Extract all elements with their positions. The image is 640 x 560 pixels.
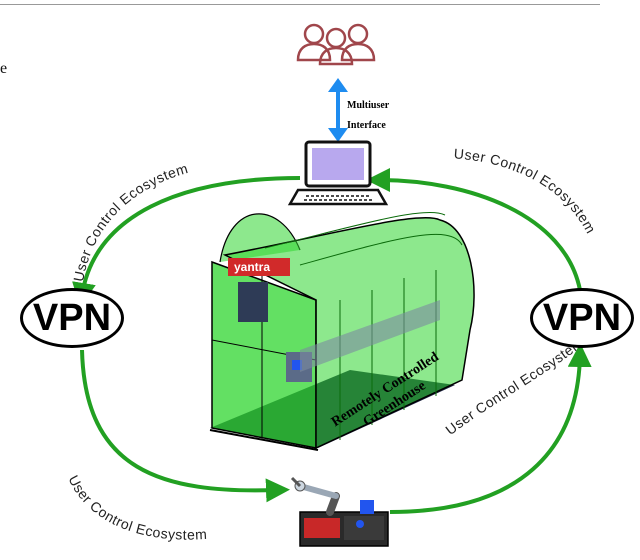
multiuser-interface-label: Multiuser Interface	[347, 96, 389, 136]
top-rule	[0, 4, 600, 5]
arrow-right-vpn-to-laptop	[366, 168, 582, 291]
vpn-node-right: VPN	[530, 288, 634, 348]
greenhouse-illustration	[209, 211, 475, 451]
arrow-left-vpn-to-robot	[80, 349, 290, 503]
arrow-laptop-to-left-vpn	[72, 176, 301, 307]
multiuser-line-1: Multiuser	[347, 100, 390, 111]
robot-arm-icon	[290, 476, 389, 547]
vpn-node-left: VPN	[20, 288, 124, 348]
multiuser-line-2: Interface	[347, 120, 386, 131]
users-icon	[296, 23, 376, 66]
double-arrow-icon	[328, 78, 348, 142]
greenhouse-brand: yantra	[234, 260, 270, 274]
laptop-icon	[287, 140, 389, 206]
ecosystem-label-top-right: User Control Ecosystem	[453, 145, 599, 236]
arrow-robot-to-right-vpn	[389, 343, 592, 514]
stray-text: e	[0, 60, 8, 77]
